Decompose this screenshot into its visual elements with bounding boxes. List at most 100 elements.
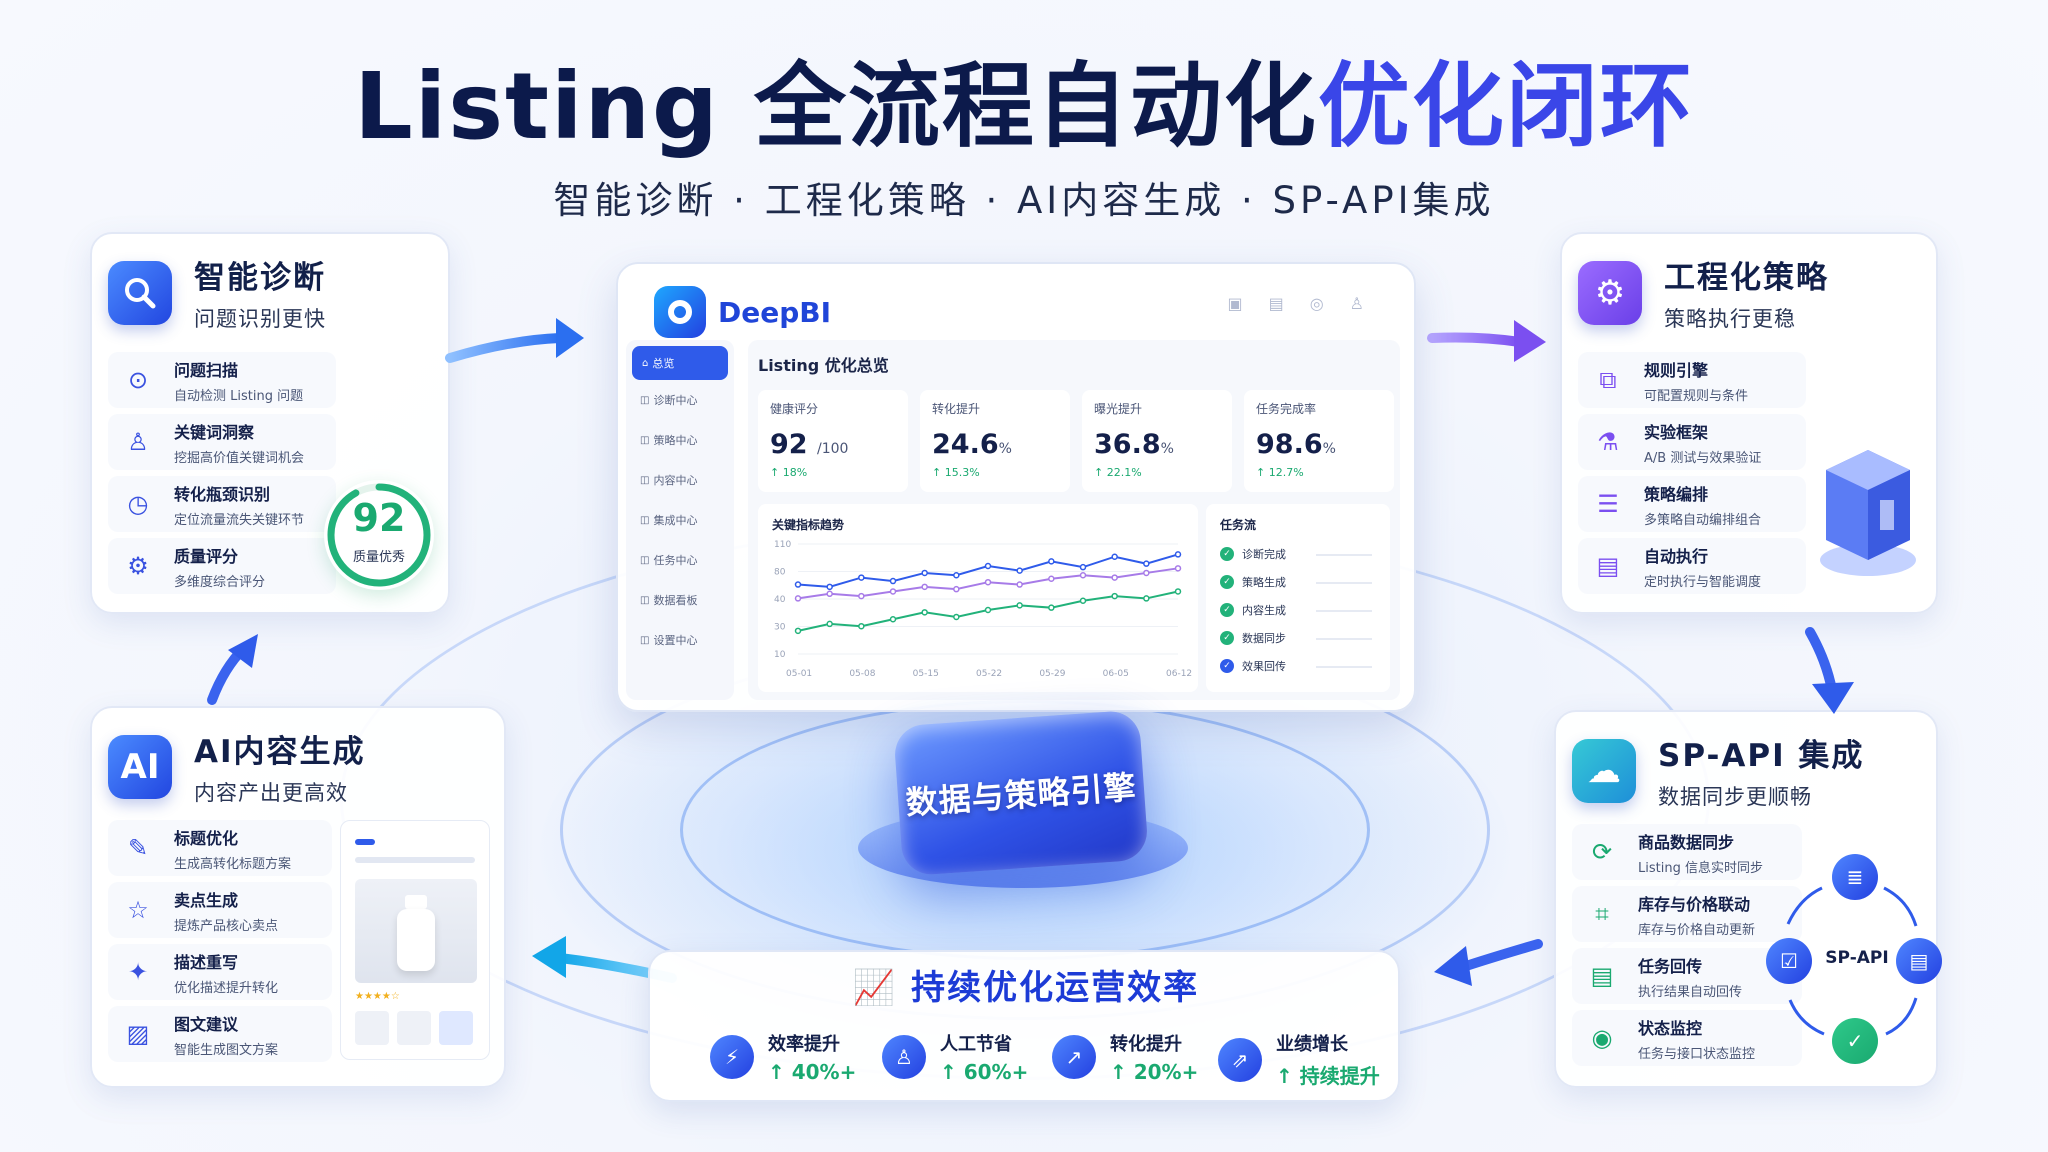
- list-icon: ☰: [1597, 490, 1619, 518]
- engine-cube: 数据与策略引擎: [893, 709, 1149, 877]
- feature-desc: 定时执行与智能调度: [1644, 574, 1762, 590]
- feature-quality-score[interactable]: ⚙ 质量评分多维度综合评分: [108, 538, 336, 594]
- eff-label: 效率提升: [768, 1034, 840, 1055]
- clipboard-icon: ▤: [1896, 938, 1942, 984]
- eff-value: ↑ 60%+: [940, 1060, 1029, 1084]
- check-icon: ✓: [1832, 1018, 1878, 1064]
- cycle-arrows: [1786, 886, 1918, 1036]
- settings-icon[interactable]: ◎: [1309, 294, 1324, 313]
- nav-strategy[interactable]: ◫策略中心: [640, 434, 698, 447]
- nav-diagnosis[interactable]: ◫诊断中心: [640, 394, 698, 407]
- strategy-subtitle: 策略执行更稳: [1664, 307, 1796, 331]
- kpi-unit: %: [998, 441, 1012, 457]
- user-icon[interactable]: ♙: [1349, 294, 1364, 313]
- feature-rewrite[interactable]: ✦ 描述重写优化描述提升转化: [108, 944, 332, 1000]
- data-point: [1174, 565, 1182, 572]
- quality-score-label: 质量优秀: [352, 550, 405, 565]
- data-point: [953, 613, 960, 621]
- nav-data-board[interactable]: ◫数据看板: [640, 594, 698, 607]
- feature-image-text[interactable]: ▨ 图文建议智能生成图文方案: [108, 1006, 332, 1062]
- x-tick-label: 05-22: [976, 669, 1002, 679]
- mail-icon[interactable]: ▣: [1227, 294, 1243, 313]
- kpi-value: 92: [770, 429, 808, 460]
- data-point: [1048, 575, 1055, 582]
- feature-title-optimize[interactable]: ✎ 标题优化生成高转化标题方案: [108, 820, 332, 876]
- data-point: [826, 590, 833, 598]
- feature-inventory-price[interactable]: ⌗ 库存与价格联动库存与价格自动更新: [1572, 886, 1802, 942]
- kpi-delta: ↑ 15.3%: [932, 466, 980, 479]
- brand-name: DeepBI: [718, 295, 832, 329]
- kpi-health[interactable]: 健康评分 92 /100 ↑ 18%: [758, 390, 908, 492]
- kpi-value: 24.6: [932, 429, 999, 460]
- feature-desc: 生成高转化标题方案: [174, 856, 292, 872]
- page-title: Listing 全流程自动化优化闭环: [354, 53, 1694, 160]
- flow-step[interactable]: ✓诊断完成: [1220, 546, 1286, 562]
- rating-stars: ★★★★☆: [355, 991, 400, 1002]
- y-tick-label: 10: [774, 650, 786, 660]
- flow-step[interactable]: ✓效果回传: [1220, 658, 1286, 674]
- calendar-icon[interactable]: ▤: [1268, 294, 1284, 313]
- data-point: [1079, 597, 1087, 604]
- feature-title: 自动执行: [1644, 546, 1709, 566]
- data-point: [794, 581, 802, 588]
- pen-icon: ✎: [127, 834, 149, 862]
- gear-icon: ⚙: [1578, 260, 1642, 325]
- x-tick-label: 06-05: [1103, 669, 1129, 679]
- spapi-subtitle: 数据同步更顺畅: [1658, 785, 1812, 809]
- nav-integration[interactable]: ◫集成中心: [640, 514, 698, 527]
- flow-step[interactable]: ✓数据同步: [1220, 630, 1286, 646]
- eff-item-labor: ♙ 人工节省↑ 60%+: [882, 1030, 1028, 1084]
- feature-status-monitor[interactable]: ◉ 状态监控任务与接口状态监控: [1572, 1010, 1802, 1066]
- spapi-center-label: SP-API: [1825, 948, 1889, 968]
- feature-keyword-insight[interactable]: ♙ 关键词洞察挖掘高价值关键词机会: [108, 414, 336, 470]
- nav-content[interactable]: ◫内容中心: [640, 474, 698, 487]
- feature-problem-scan[interactable]: ⊙ 问题扫描自动检测 Listing 问题: [108, 352, 336, 408]
- nav-settings[interactable]: ◫设置中心: [640, 634, 698, 647]
- cloud-icon: ☁: [1572, 738, 1636, 803]
- brand-logo[interactable]: DeepBI: [654, 286, 831, 338]
- feature-desc: 挖掘高价值关键词机会: [174, 450, 305, 466]
- product-preview: ★★★★☆: [340, 820, 490, 1060]
- kpi-label: 健康评分: [770, 402, 819, 416]
- y-tick-label: 30: [774, 623, 786, 633]
- eff-value: ↑ 持续提升: [1276, 1064, 1380, 1088]
- flow-step[interactable]: ✓策略生成: [1220, 574, 1286, 590]
- feature-auto-exec[interactable]: ▤ 自动执行定时执行与智能调度: [1578, 538, 1806, 594]
- nav-overview[interactable]: ⌂总览: [632, 346, 728, 380]
- flow-step[interactable]: ✓内容生成: [1220, 602, 1286, 618]
- data-point: [921, 569, 928, 577]
- x-tick-label: 06-12: [1166, 669, 1192, 679]
- check-icon: ✓: [1220, 603, 1234, 617]
- check-icon: ✓: [1220, 547, 1234, 561]
- feature-orchestration[interactable]: ☰ 策略编排多策略自动编排组合: [1578, 476, 1806, 532]
- data-point: [1079, 572, 1087, 579]
- data-point: [921, 583, 928, 591]
- trend-up-icon: 📈: [852, 968, 898, 1008]
- feature-selling-points[interactable]: ☆ 卖点生成提炼产品核心卖点: [108, 882, 332, 938]
- data-point: [1048, 604, 1055, 611]
- data-point: [1143, 595, 1150, 602]
- data-point: [826, 620, 833, 628]
- check-icon: ✓: [1220, 659, 1234, 673]
- scan-icon: ⊙: [127, 366, 149, 394]
- ai-icon: AI: [108, 734, 172, 799]
- nav-tasks[interactable]: ◫任务中心: [640, 554, 698, 567]
- kpi-conversion[interactable]: 转化提升 24.6% ↑ 15.3%: [920, 390, 1070, 492]
- check-circle-icon: ◉: [1591, 1024, 1613, 1052]
- data-point: [921, 609, 928, 616]
- chart-up-icon: ↗: [1052, 1035, 1096, 1079]
- feature-bottleneck[interactable]: ◷ 转化瓶颈识别定位流量流失关键环节: [108, 476, 336, 532]
- data-point: [794, 627, 802, 635]
- feature-rule-engine[interactable]: ⧉ 规则引擎可配置规则与条件: [1578, 352, 1806, 408]
- feature-title: 任务回传: [1638, 956, 1703, 976]
- kpi-label: 任务完成率: [1256, 402, 1317, 416]
- kpi-task-completion[interactable]: 任务完成率 98.6% ↑ 12.7%: [1244, 390, 1394, 492]
- feature-desc: 提炼产品核心卖点: [174, 918, 279, 934]
- feature-task-return[interactable]: ▤ 任务回传执行结果自动回传: [1572, 948, 1802, 1004]
- document-icon: ▤: [1596, 552, 1620, 580]
- kpi-exposure[interactable]: 曝光提升 36.8% ↑ 22.1%: [1082, 390, 1232, 492]
